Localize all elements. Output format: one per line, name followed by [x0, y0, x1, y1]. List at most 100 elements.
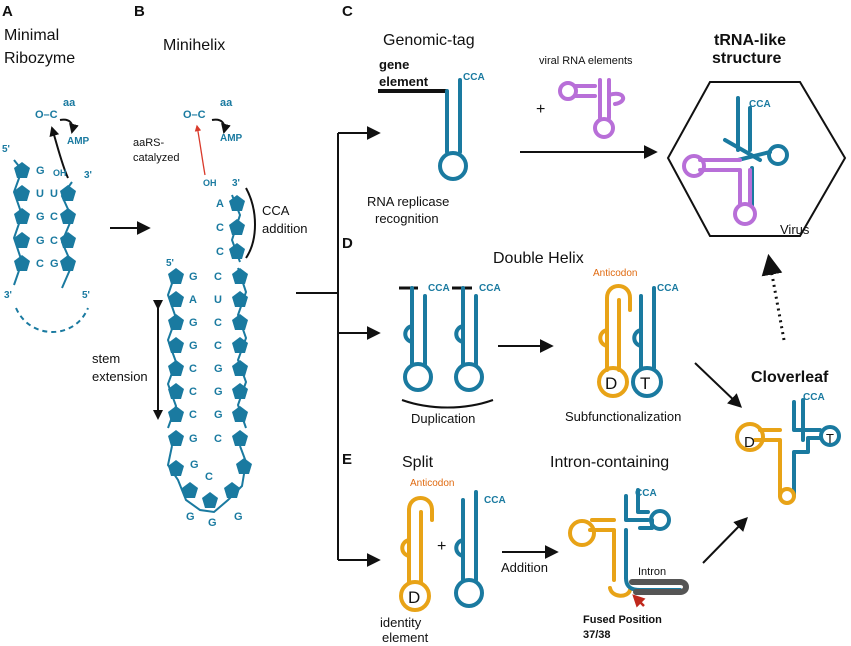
panel-b-tail-1: A	[216, 198, 224, 210]
panel-b-base-r2: U	[214, 294, 222, 306]
panel-b-group: O–C	[183, 109, 206, 121]
panel-b-base-r4: C	[214, 340, 222, 352]
panel-b-base-r5: G	[214, 363, 223, 375]
panel-b-base-l1: G	[189, 271, 198, 283]
panel-e-cca: CCA	[484, 495, 506, 506]
panel-e-title: Split	[402, 454, 434, 471]
panel-a-amp-arrow	[59, 118, 79, 134]
panel-b-base-l5: C	[189, 363, 197, 375]
panel-b-stem-right-pentagons	[232, 268, 248, 446]
panel-b-stem-left-pentagons	[168, 268, 184, 446]
panel-d-duplication: Duplication	[411, 411, 475, 426]
panel-d-letter: D	[342, 235, 353, 252]
panel-a-title-line2: Ribozyme	[4, 50, 75, 67]
panel-b-base-r3: C	[214, 317, 222, 329]
panel-e-identity-line2: element	[382, 630, 429, 645]
panel-e-blue-stem	[461, 490, 478, 582]
panel-c-replicase-line1: RNA replicase	[367, 194, 449, 209]
panel-b-base-r1: C	[214, 271, 222, 283]
panel-b: B Minihelix O–C aa AMP aaRS- catalyzed O…	[92, 3, 308, 529]
panel-b-stem-line2: extension	[92, 369, 148, 384]
panel-e-orange-dloop	[400, 538, 411, 558]
panel-a-base-r4: G	[50, 258, 59, 270]
panel-a-letter: A	[2, 3, 13, 20]
panel-a-group: O–C	[35, 109, 58, 121]
panel-e-identity-line1: identity	[380, 615, 422, 630]
panel-d-blue-dloop	[632, 328, 643, 348]
cloverleaf-cca: CCA	[803, 392, 825, 403]
panel-e-intron-segment	[629, 579, 689, 595]
panel-a-base-l5: C	[36, 258, 44, 270]
panel-e-intron-title: Intron-containing	[550, 454, 669, 471]
panel-a-right-pentagons	[60, 185, 76, 271]
panel-e-fused-line2: 37/38	[583, 629, 611, 641]
panel-b-catalysis-line2: catalyzed	[133, 152, 179, 164]
panel-c-viral-label: viral RNA elements	[539, 55, 633, 67]
panel-d-orange-dloop	[598, 328, 609, 348]
panel-b-base-r7: G	[214, 409, 223, 421]
panel-d-cca1: CCA	[428, 283, 450, 294]
panel-b-cca-line1: CCA	[262, 203, 290, 218]
virus-trna-purple-loop-bottom	[733, 202, 757, 226]
panel-d-cca2: CCA	[479, 283, 501, 294]
panel-b-oh: OH	[203, 178, 217, 188]
panel-b-base-l8: G	[189, 433, 198, 445]
panel-a-base-l4: G	[36, 235, 45, 247]
panel-d-orange-strand	[605, 284, 632, 372]
panel-d-cca3: CCA	[657, 283, 679, 294]
cloverleaf-d-loop	[735, 422, 765, 452]
panel-b-loop-5: G	[234, 511, 243, 523]
panel-e-plus: +	[437, 538, 446, 555]
panel-e-intron-orange	[588, 518, 616, 582]
panel-b-cca-bracket	[245, 187, 256, 259]
virus-trna-purple	[698, 158, 752, 207]
panel-b-base-r8: C	[214, 433, 222, 445]
panel-a-oh: OH	[53, 168, 67, 178]
panel-a-base-l2: U	[36, 188, 44, 200]
panel-b-5prime: 5'	[166, 258, 174, 269]
arrow-cloverleaf-to-virus	[761, 253, 786, 341]
panel-d-blue-stem	[639, 286, 656, 370]
panel-d-copy1-dloop	[403, 324, 414, 344]
cloverleaf-title: Cloverleaf	[751, 369, 829, 386]
virus-capsid-hexagon	[666, 81, 847, 237]
cloverleaf-anticodon-loop	[778, 487, 796, 505]
panel-c-trna-loop	[438, 151, 468, 181]
panel-c-letter: C	[342, 3, 353, 20]
panel-d-blue-loop	[631, 366, 663, 398]
virus-label: Virus	[780, 222, 810, 237]
panel-b-loop-1: G	[190, 459, 199, 471]
panel-a-dashed-loop	[15, 307, 89, 333]
panel-e-fused-arrow	[632, 594, 646, 608]
panel-e-anticodon: Anticodon	[410, 478, 454, 489]
panel-b-catalysis-arrow	[194, 124, 206, 176]
panel-c: C Genomic-tag gene element CCA RNA repli…	[342, 3, 847, 237]
panel-c-trna-like-line1: tRNA-like	[714, 32, 786, 49]
panel-c-viral-loop-right	[607, 91, 626, 106]
panel-e-orange-loop	[399, 580, 431, 612]
cloverleaf-t-loop	[819, 425, 841, 447]
panel-a-base-r1: U	[50, 188, 58, 200]
panel-b-cca-line2: addition	[262, 221, 308, 236]
panel-a-5prime: 5'	[2, 144, 10, 155]
arrow-to-cloverleaf-from-d	[694, 362, 743, 408]
panel-d-subfunc: Subfunctionalization	[565, 409, 681, 424]
panel-e-blue-loop	[454, 578, 484, 608]
panel-b-amp-arrow	[211, 118, 231, 134]
arrow-to-cloverleaf-from-e	[702, 516, 748, 564]
panel-c-trna-stem	[445, 78, 462, 154]
panel-e-orange-strand	[407, 496, 434, 585]
panel-b-tail-3: C	[216, 246, 224, 258]
panel-d-copy1-stem	[410, 286, 427, 367]
panel-c-plus: +	[536, 101, 545, 118]
panel-b-base-l7: C	[189, 409, 197, 421]
panel-b-tail-2: C	[216, 222, 224, 234]
cloverleaf-d: D	[744, 434, 755, 451]
panel-b-title: Minihelix	[163, 37, 225, 54]
panel-e-intron-label: Intron	[638, 566, 666, 578]
panel-e-letter: E	[342, 451, 352, 468]
panel-a-base-r3: C	[50, 235, 58, 247]
panel-a-left-pentagons	[14, 162, 30, 271]
panel-d-title: Double Helix	[493, 250, 584, 267]
